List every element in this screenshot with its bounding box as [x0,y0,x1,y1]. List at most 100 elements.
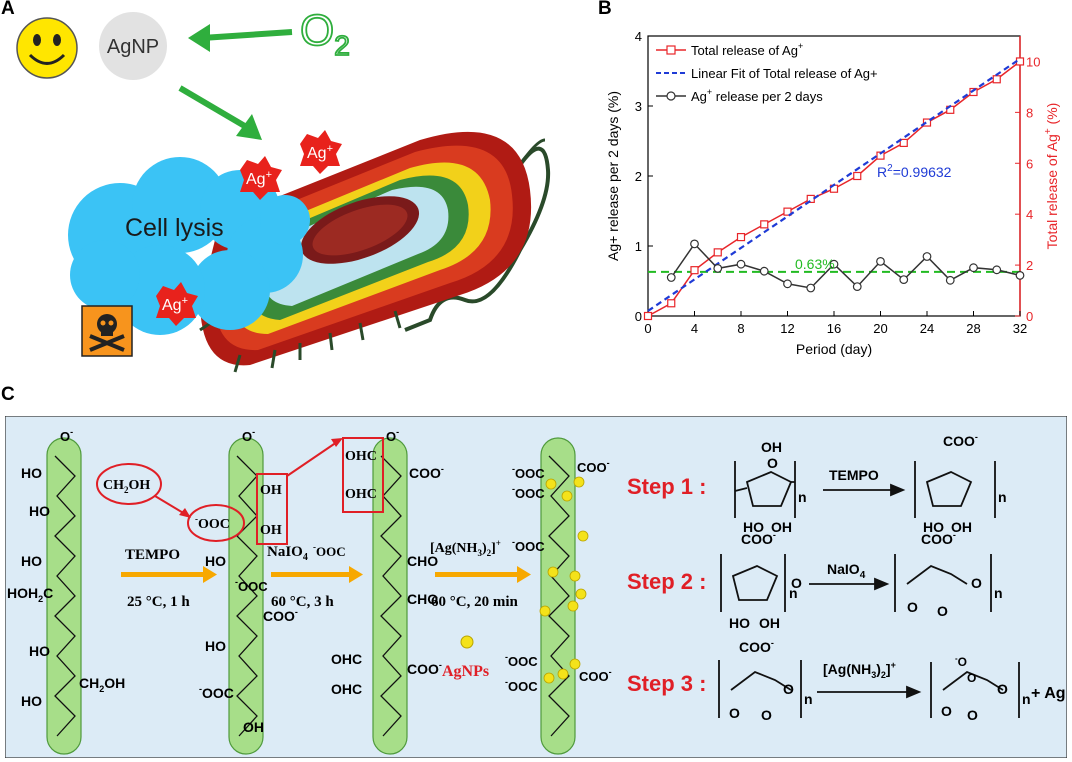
svg-text:O: O [967,707,978,723]
svg-text:-OOC: -OOC [235,577,268,594]
svg-text:O: O [971,575,982,591]
series-0-point [783,207,792,216]
svg-text:HO: HO [729,615,750,631]
agnp-legend-dot [460,635,474,649]
series-2-point [899,275,909,285]
series-0-point [853,171,862,181]
legend-item-linear-fit: Linear Fit of Total release of Ag+ [656,66,878,81]
svg-text:O: O [767,455,778,471]
x-tick-label: 12 [780,321,794,336]
svg-text:OHC: OHC [345,449,377,464]
svg-text:OHC: OHC [331,681,362,697]
arrow-agnp-to-cell [178,85,262,140]
series-2-point [829,259,839,269]
svg-text:OHC: OHC [345,487,377,502]
y-left-tick-label: 1 [635,239,642,254]
svg-text:HOH2C: HOH2C [7,585,53,604]
diol-highlight: OH OH [256,438,343,545]
y-left-tick-label: 2 [635,169,642,184]
svg-text:COO-: COO- [921,530,956,547]
svg-text:HO: HO [21,553,42,569]
svg-text:HO: HO [923,519,944,535]
y-left-tick-label: 4 [635,29,642,44]
series-2-point [666,273,676,282]
svg-text:Linear Fit of Total release of: Linear Fit of Total release of Ag+ [691,66,878,81]
svg-text:CH2OH: CH2OH [79,675,125,694]
svg-text:O: O [791,575,802,591]
svg-text:OH: OH [771,519,792,535]
svg-text:60 °C, 3 h: 60 °C, 3 h [271,594,334,610]
series-2-point [945,275,955,285]
svg-text:-OOC: -OOC [313,542,346,559]
fibril-2-groups: O- HO -OOC COO- HO -OOC OH [199,427,298,735]
svg-text:+ Ag: + Ag [1031,685,1066,702]
cellulose-fibril-3 [372,437,408,755]
svg-text:OH: OH [951,519,972,535]
panel-a-illustration: AgNP O2 [16,5,551,373]
cellulose-fibril-2 [228,437,264,755]
x-tick-label: 24 [920,321,934,336]
svg-text:CHO: CHO [407,553,438,569]
series-2-point [1015,271,1025,280]
y-right-tick-label: 4 [1026,207,1033,222]
svg-text:HO: HO [29,643,50,659]
series-2-point [852,282,862,292]
x-tick-label: 0 [644,321,651,336]
series-2-point [736,259,746,269]
svg-text:CH2OH: CH2OH [103,478,150,495]
reaction-arrow-2: NaIO4 -OOC 60 °C, 3 h [267,542,363,610]
x-tick-label: 28 [966,321,980,336]
svg-text:NaIO4: NaIO4 [267,544,308,563]
series-0-point [969,87,978,97]
svg-text:HO: HO [21,693,42,709]
series-2-point [783,279,792,289]
svg-text:HO: HO [21,465,42,481]
series-2-point [992,265,1002,275]
panel-c-scheme: O- HO HO HO HOH2C HO HO CH2OH CH2OH TEMP… [5,416,1067,758]
cellulose-fibril-1 [46,437,82,755]
series-2-point [806,283,816,293]
series-0-point [922,118,932,127]
bacterium [199,131,532,373]
svg-text:[Ag(NH3)2]+: [Ag(NH3)2]+ [823,660,896,680]
svg-text:n: n [1022,691,1031,707]
fibril-3-groups: O- COO- CHO CHO OHC OHC COO- [331,427,444,697]
svg-text:25 °C, 1 h: 25 °C, 1 h [127,594,190,610]
chart-legend: Total release of Ag+ Linear Fit of Total… [656,41,878,104]
svg-text:O-: O- [242,427,255,444]
smiley-icon [16,17,78,79]
svg-text:n: n [804,691,813,707]
x-tick-label: 20 [873,321,887,336]
svg-text:COO-: COO- [741,530,776,547]
svg-text:-OOC: -OOC [512,537,545,554]
svg-text:Ag+: Ag+ [307,143,333,162]
step-2-text: COO- HO OH O n NaIO4 COO- O O O n [729,530,1003,631]
svg-text:TEMPO: TEMPO [829,467,879,483]
agnp-label: AgNP [107,36,159,58]
svg-text:HO: HO [205,638,226,654]
agnp-dots [539,476,589,684]
svg-text:COO-: COO- [579,667,612,684]
agnp-particle [99,12,167,80]
series-2-point [876,256,885,266]
svg-text:HO: HO [205,553,226,569]
series-0-point [713,248,722,257]
svg-text:O: O [729,705,740,721]
svg-text:Ag+: Ag+ [162,295,188,314]
y-left-tick-label: 3 [635,99,642,114]
svg-text:NaIO4: NaIO4 [827,561,866,581]
y-right-tick-label: 2 [1026,258,1033,273]
silver-ion-1: Ag+ [300,130,342,174]
series-line-2 [670,242,1021,289]
step-labels: Step 1 : Step 2 : Step 3 : [627,474,706,696]
silver-ion-3: Ag+ [156,282,198,326]
series-0-point [899,138,908,148]
svg-text:O-: O- [60,427,73,444]
svg-text:O: O [761,707,772,723]
svg-text:TEMPO: TEMPO [125,547,180,563]
series-2-point [969,263,978,273]
svg-text:COO-: COO- [577,458,610,475]
svg-text:OH: OH [761,439,782,455]
svg-text:Total release of Ag+: Total release of Ag+ [691,41,803,58]
